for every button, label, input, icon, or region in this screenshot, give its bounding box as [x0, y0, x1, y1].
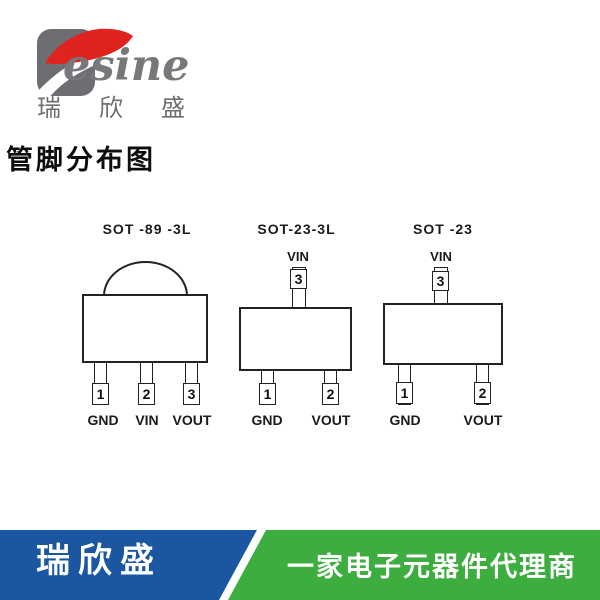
- footer: 瑞欣盛 一家电子元器件代理商: [0, 530, 600, 600]
- footer-green-band: [228, 530, 600, 600]
- pin-label: VIN: [287, 249, 309, 264]
- pin-number: 2: [474, 382, 491, 404]
- footer-tagline: 一家电子元器件代理商: [287, 552, 577, 582]
- package-body: [82, 294, 208, 363]
- pin-number: 1: [259, 383, 276, 405]
- package-title: SOT -23: [413, 221, 473, 237]
- footer-blue-band: [0, 530, 257, 600]
- pin-number: 2: [138, 383, 155, 405]
- pin-number: 3: [432, 271, 449, 291]
- package-title: SOT -89 -3L: [102, 221, 192, 237]
- package-body: [239, 307, 352, 371]
- pin-label: VOUT: [311, 412, 351, 428]
- footer-company-name: 瑞欣盛: [36, 542, 162, 580]
- pin-label: VIN: [135, 412, 159, 428]
- pin-number: 3: [183, 383, 200, 405]
- pin-label: GND: [389, 412, 421, 428]
- pin-label: VOUT: [172, 412, 212, 428]
- resine-logo-icon: [31, 27, 137, 105]
- pin-number: 1: [92, 383, 109, 405]
- page-title: 管脚分布图: [6, 145, 156, 176]
- pin-label: VOUT: [463, 412, 503, 428]
- pin-number: 2: [322, 383, 339, 405]
- package-body: [383, 303, 503, 365]
- logo-chinese-name: 瑞欣盛: [37, 94, 223, 122]
- pin-label: VIN: [430, 249, 452, 264]
- package-tab-dome: [103, 261, 188, 296]
- logo-wordmark: esine: [63, 41, 190, 91]
- pin-number: 1: [396, 382, 413, 404]
- pin-label: GND: [251, 412, 283, 428]
- pin-number: 3: [290, 269, 307, 289]
- package-title: SOT-23-3L: [257, 221, 336, 237]
- pin-label: GND: [87, 412, 119, 428]
